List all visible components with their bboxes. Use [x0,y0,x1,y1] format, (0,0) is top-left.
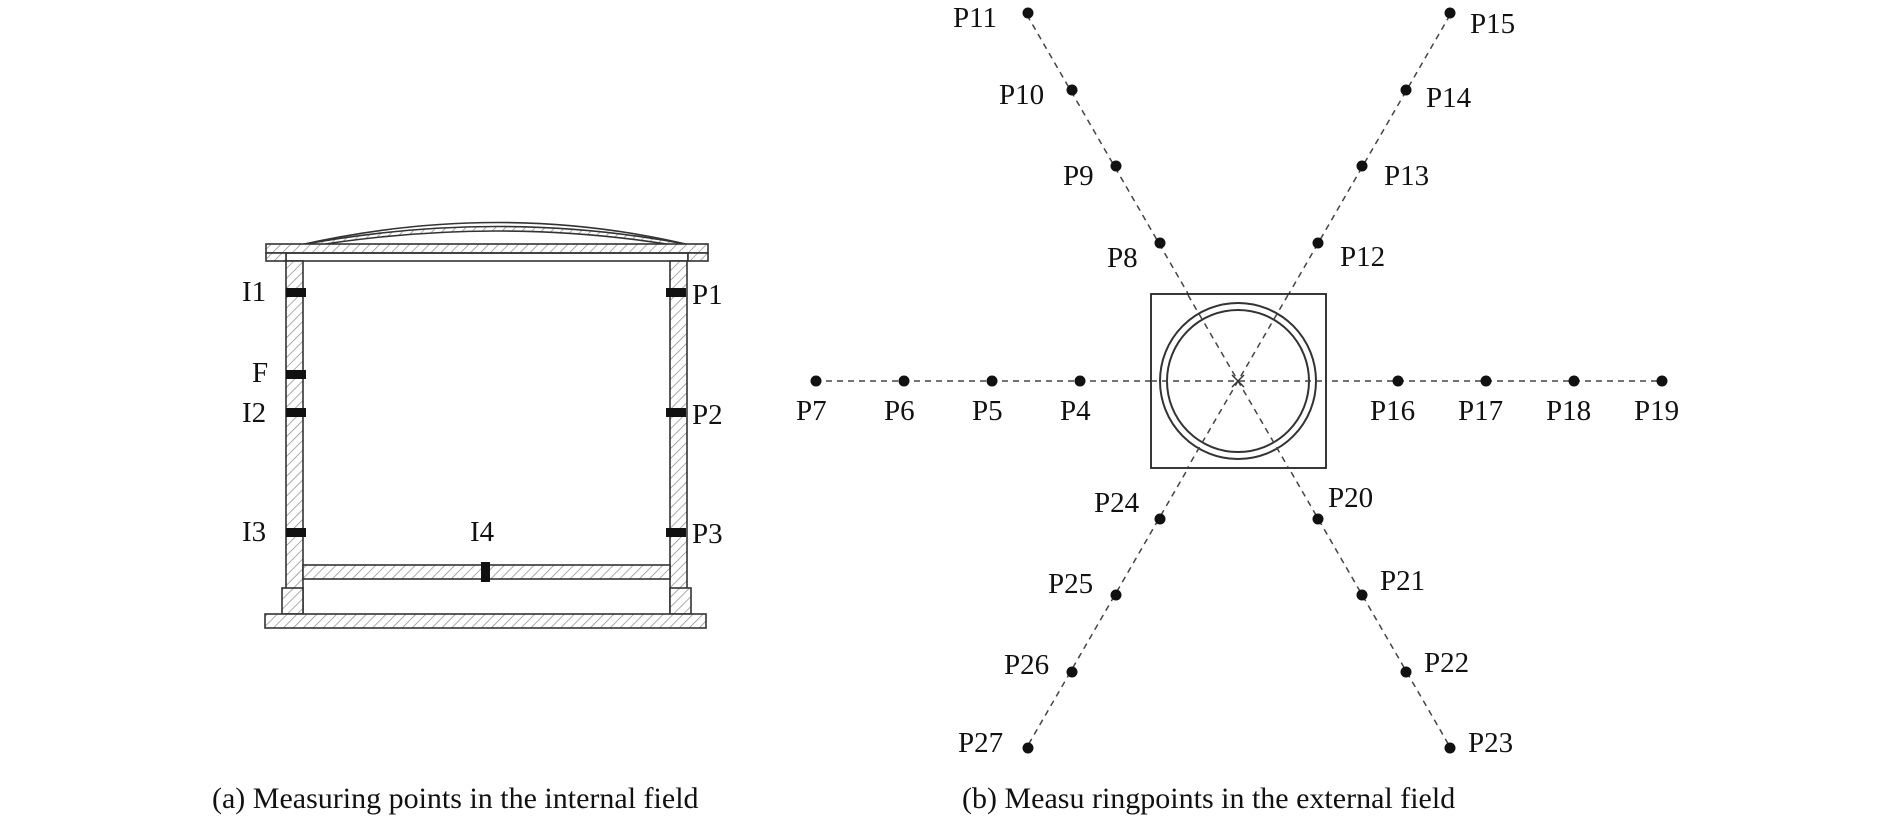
label-p16: P16 [1370,395,1415,427]
point-p23 [1444,742,1456,754]
label-i2: I2 [242,397,266,429]
label-p19: P19 [1634,395,1679,427]
left-plinth [281,587,304,615]
point-p18 [1568,375,1580,387]
label-p4: P4 [1060,395,1091,427]
label-p8: P8 [1107,242,1138,274]
sensor-p2 [666,408,686,417]
label-p26: P26 [1004,649,1049,681]
point-p8 [1154,237,1166,249]
roof-slab-inner [285,252,689,262]
sensor-i1 [286,288,306,297]
label-f: F [252,357,268,389]
left-wall [285,260,304,615]
caption-internal: (a) Measuring points in the internal fie… [212,782,699,815]
point-p25 [1110,589,1122,601]
external-field-plan: P4 P5 P6 P7 P8 P9 P10 P11 P12 P13 P14 P1… [796,2,1679,815]
right-plinth [669,587,692,615]
point-p19 [1656,375,1668,387]
point-p21 [1356,589,1368,601]
label-p1: P1 [692,279,723,311]
point-p13 [1356,160,1368,172]
base-foundation [264,613,707,629]
label-p9: P9 [1063,160,1094,192]
label-p23: P23 [1468,727,1513,759]
point-p15 [1444,7,1456,19]
point-p10 [1066,84,1078,96]
point-p11 [1022,7,1034,19]
sensor-i4 [481,562,490,582]
label-p11: P11 [953,2,997,34]
point-p9 [1110,160,1122,172]
point-p24 [1154,513,1166,525]
point-p16 [1392,375,1404,387]
sensor-i2 [286,408,306,417]
sensor-f [286,370,306,379]
point-p5 [986,375,998,387]
label-p6: P6 [884,395,915,427]
center-mark-b [1231,374,1245,388]
sensor-i3 [286,528,306,537]
point-p7 [810,375,822,387]
point-p4 [1074,375,1086,387]
label-p25: P25 [1048,568,1093,600]
roof-edge-right [687,252,709,262]
point-p27 [1022,742,1034,754]
label-p10: P10 [999,79,1044,111]
measuring-points [810,7,1668,754]
label-i1: I1 [242,276,266,308]
roof-slab [265,243,709,254]
label-i4: I4 [470,516,495,548]
dome-roof-outer [299,221,691,246]
label-i3: I3 [242,516,266,548]
point-p14 [1400,84,1412,96]
sensor-p3 [666,528,686,537]
internal-field-section: I1 F I2 I3 I4 P1 P2 P3 (a) Measuring poi… [212,221,723,815]
label-p3: P3 [692,518,723,550]
label-p27: P27 [958,727,1003,759]
point-p26 [1066,666,1078,678]
label-p24: P24 [1094,487,1140,519]
point-labels: P4 P5 P6 P7 P8 P9 P10 P11 P12 P13 P14 P1… [796,2,1679,759]
point-p17 [1480,375,1492,387]
sensor-p1 [666,288,686,297]
label-p14: P14 [1426,82,1472,114]
label-p7: P7 [796,395,827,427]
point-p22 [1400,666,1412,678]
right-wall [669,260,688,615]
point-p12 [1312,237,1324,249]
label-p12: P12 [1340,241,1385,273]
point-p6 [898,375,910,387]
point-p20 [1312,513,1324,525]
label-p5: P5 [972,395,1003,427]
roof-edge-left [265,252,287,262]
label-p15: P15 [1470,8,1515,40]
label-p22: P22 [1424,647,1469,679]
label-p18: P18 [1546,395,1591,427]
caption-external: (b) Measu ringpoints in the external fie… [962,782,1455,815]
label-p17: P17 [1458,395,1503,427]
label-p2: P2 [692,399,723,431]
label-p20: P20 [1328,482,1373,514]
label-p13: P13 [1384,160,1429,192]
label-p21: P21 [1380,565,1425,597]
